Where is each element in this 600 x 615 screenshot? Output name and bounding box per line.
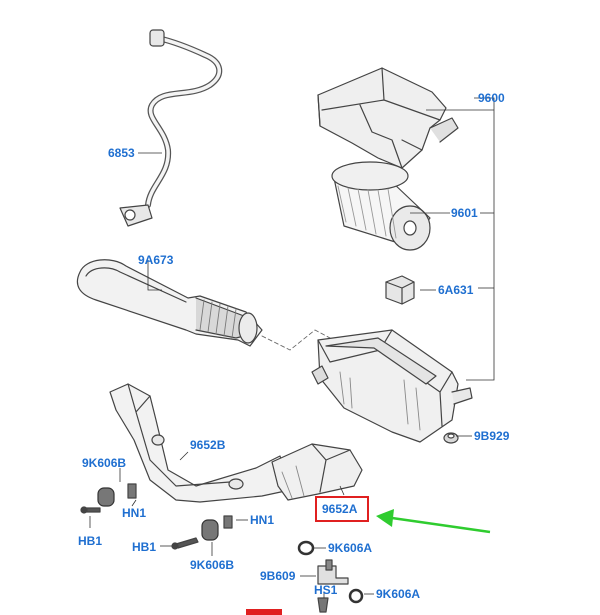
screw-hs1 bbox=[317, 597, 329, 613]
resonator-duct-9652B bbox=[109, 383, 291, 503]
part-label-hb1-left: HB1 bbox=[78, 534, 103, 548]
part-label-hn1-left: HN1 bbox=[122, 506, 147, 520]
grommet-9B929 bbox=[443, 432, 459, 444]
part-label-9K606A-top: 9K606A bbox=[328, 541, 373, 555]
part-label-9B929: 9B929 bbox=[474, 429, 510, 443]
nut-hn1-right bbox=[223, 515, 233, 529]
sensor-block-6A631 bbox=[385, 275, 415, 305]
part-label-9K606A-bottom: 9K606A bbox=[376, 587, 421, 601]
grommet-9K606A-top bbox=[297, 540, 315, 556]
intake-duct-9A673 bbox=[76, 259, 263, 347]
outlet-duct-9652A bbox=[271, 443, 363, 501]
bracket-9B609 bbox=[317, 559, 349, 585]
air-cleaner-housing bbox=[311, 329, 473, 443]
part-label-6A631: 6A631 bbox=[438, 283, 474, 297]
part-label-9652B: 9652B bbox=[190, 438, 226, 452]
leader-lines bbox=[89, 97, 495, 598]
part-label-9K606B-left: 9K606B bbox=[82, 456, 127, 470]
grommet-left bbox=[97, 487, 115, 507]
highlight-box-9652A bbox=[315, 496, 369, 522]
part-label-9A673: 9A673 bbox=[138, 253, 174, 267]
part-label-6853: 6853 bbox=[108, 146, 135, 160]
breather-tube-6853 bbox=[119, 29, 223, 227]
grommet-9K606A-bottom bbox=[348, 588, 364, 604]
part-label-hs1: HS1 bbox=[314, 583, 338, 597]
part-label-9600: 9600 bbox=[478, 91, 505, 105]
part-label-9601: 9601 bbox=[451, 206, 478, 220]
bolt-hb1-left bbox=[80, 506, 101, 514]
nut-hn1-left bbox=[127, 483, 137, 499]
part-label-9B609: 9B609 bbox=[260, 569, 296, 583]
air-cleaner-cover-9600 bbox=[317, 67, 459, 169]
highlight-strip-bottom bbox=[246, 609, 282, 615]
bolt-hb1-right bbox=[171, 537, 199, 550]
part-label-9652A: 9652A bbox=[322, 502, 358, 516]
part-label-hb1-right: HB1 bbox=[132, 540, 157, 554]
part-label-9K606B-bottom: 9K606B bbox=[190, 558, 235, 572]
grommet-bottom bbox=[201, 519, 219, 541]
green-arrow bbox=[376, 509, 491, 534]
filter-element-9601 bbox=[331, 161, 431, 251]
part-label-hn1-right: HN1 bbox=[250, 513, 275, 527]
